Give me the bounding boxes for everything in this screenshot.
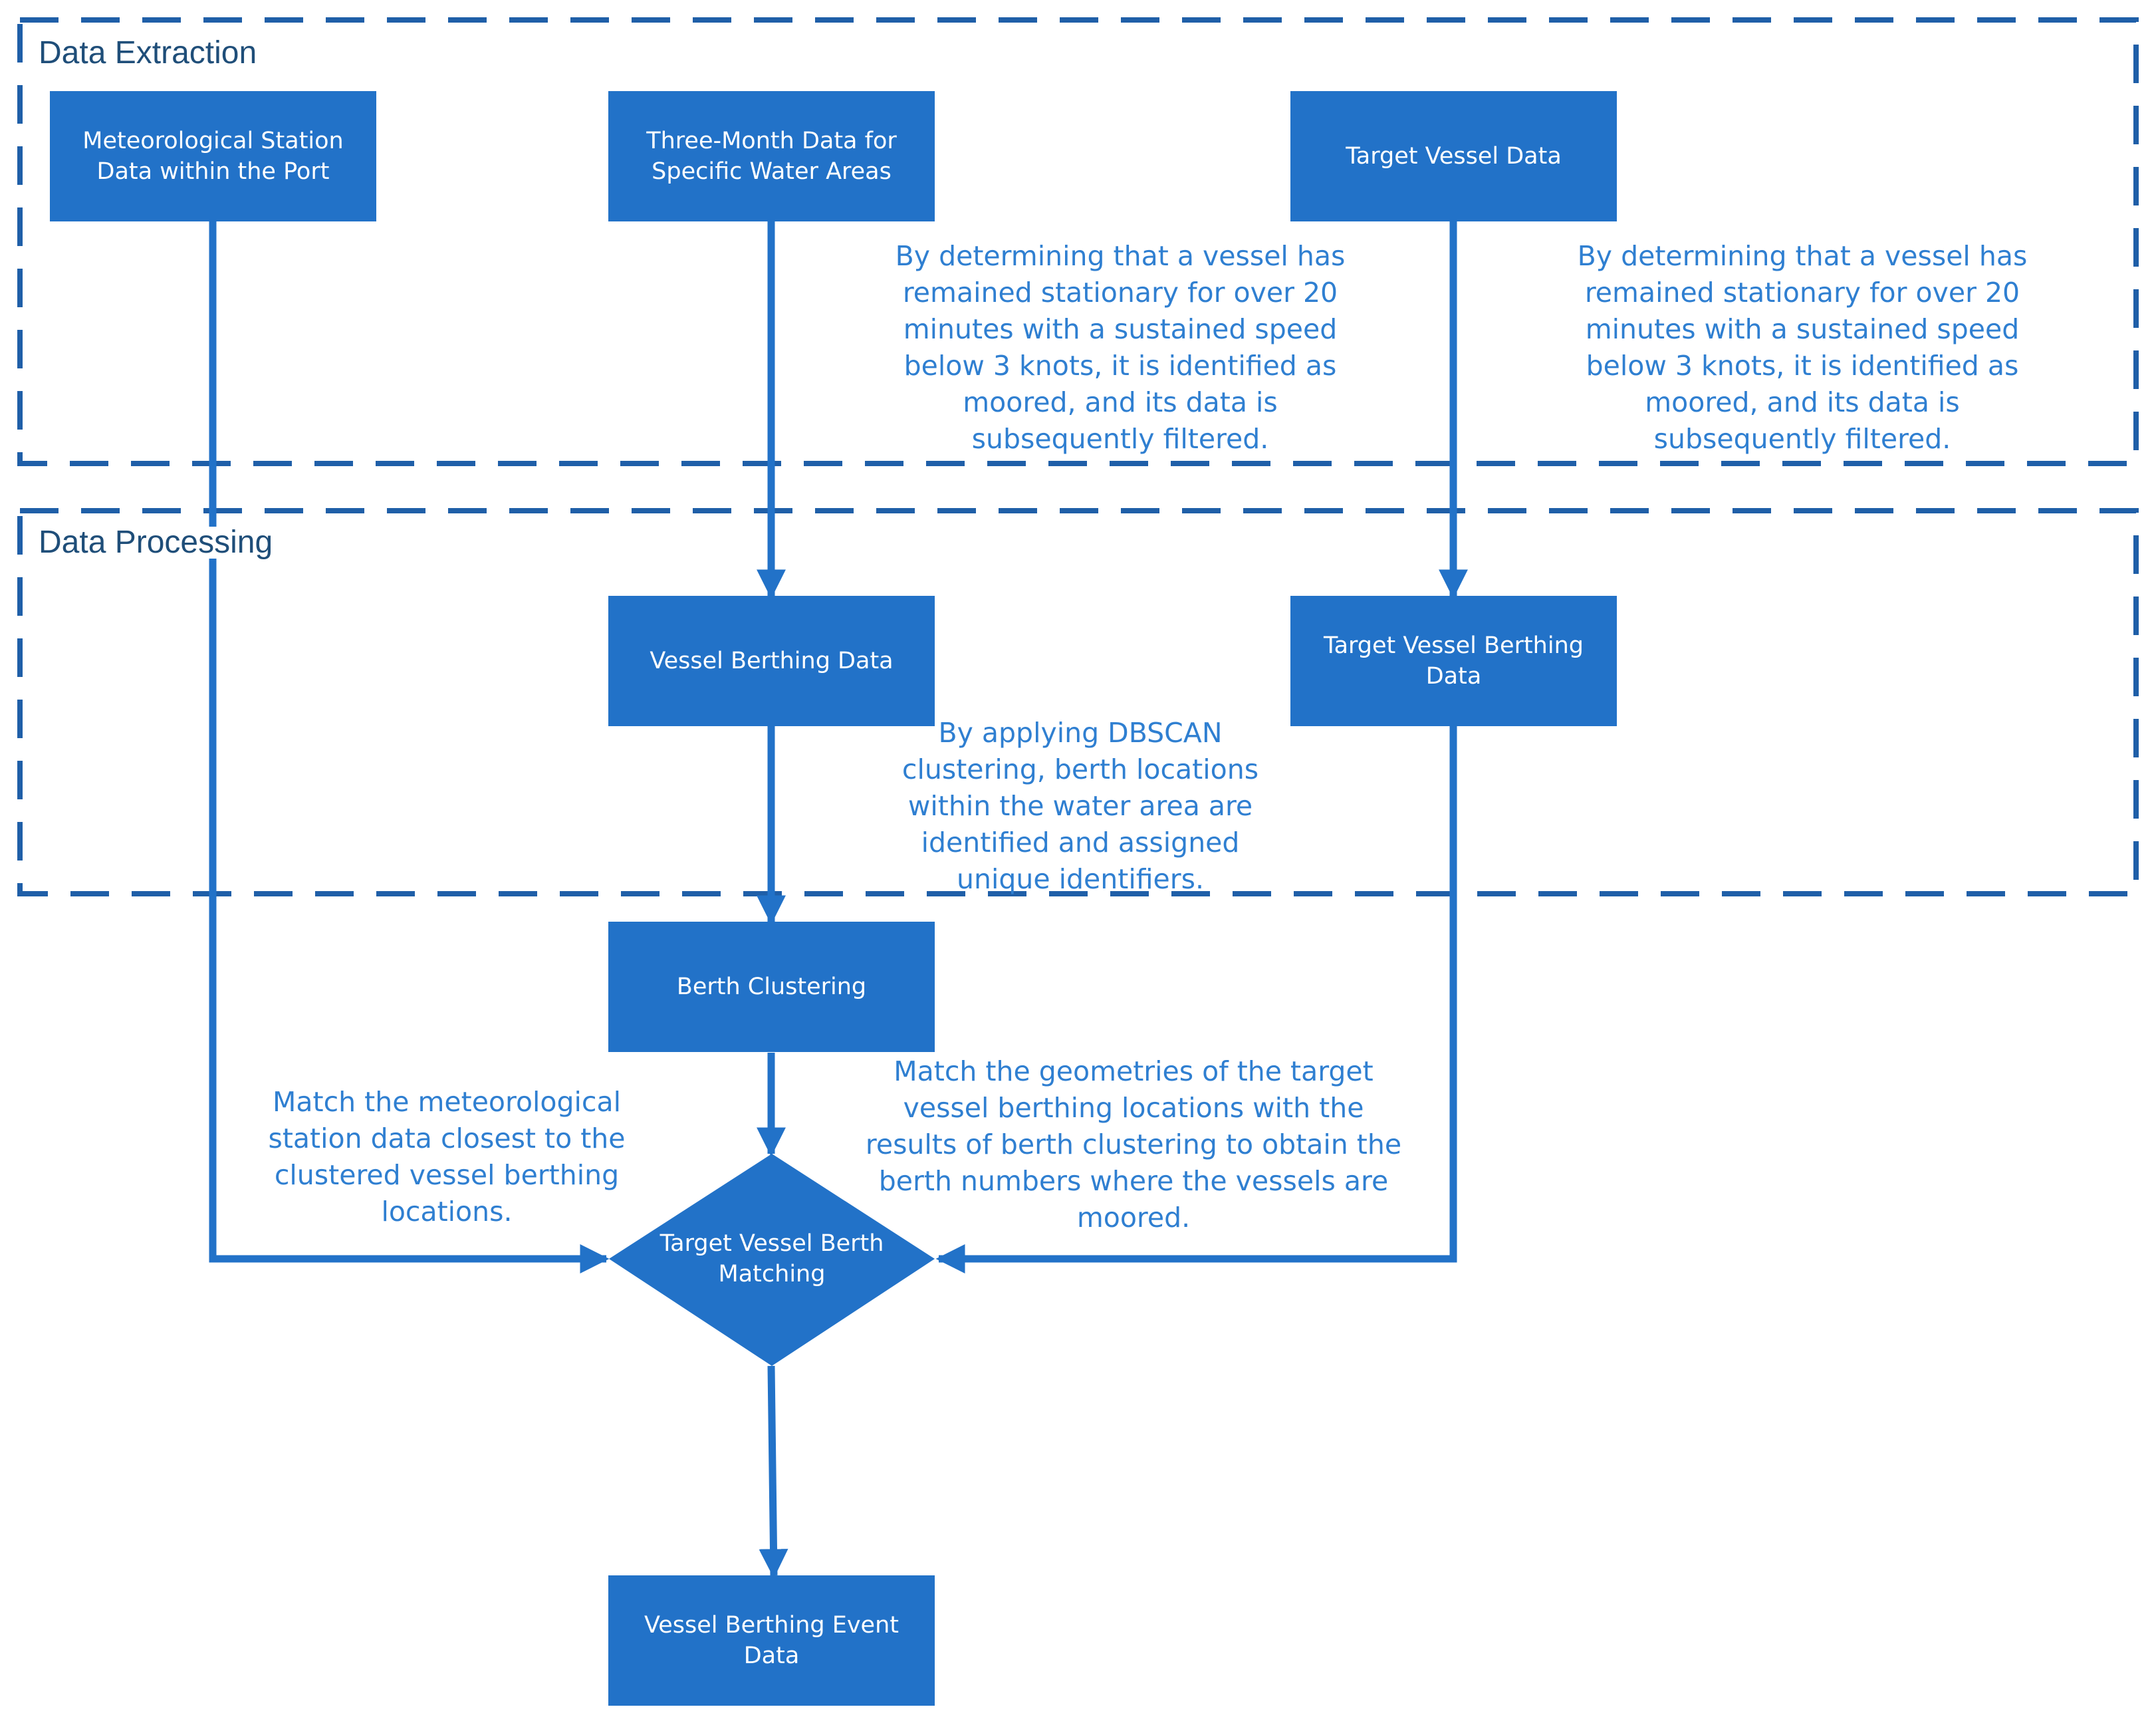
berth-clustering-label: Berth Clustering xyxy=(676,974,867,1000)
connector-target-berthing-to-matching xyxy=(935,726,1457,1273)
geometry-match-note: Match the geometries of the target vesse… xyxy=(865,1055,1402,1234)
data-extraction-title: Data Extraction xyxy=(35,37,261,69)
three-month-data-box: Three-Month Data for Specific Water Area… xyxy=(608,91,935,221)
vessel-berthing-event-data-label: Vessel Berthing Event Data xyxy=(644,1612,899,1669)
target-vessel-berthing-data-box: Target Vessel Berthing Data xyxy=(1290,596,1617,726)
data-processing-region-border xyxy=(17,508,2139,896)
target-vessel-berthing-data-label: Target Vessel Berthing Data xyxy=(1324,632,1584,690)
meteorological-station-data-box: Meteorological Station Data within the P… xyxy=(50,91,376,221)
moored-filter-note-right: By determining that a vessel has remaine… xyxy=(1577,240,2028,455)
meteorological-match-note: Match the meteorological station data cl… xyxy=(268,1086,626,1228)
vessel-berthing-event-data-box: Vessel Berthing Event Data xyxy=(608,1575,935,1706)
three-month-data-label: Three-Month Data for Specific Water Area… xyxy=(646,128,897,185)
connector-matching-to-event-data xyxy=(759,1365,788,1579)
meteorological-station-data-label: Meteorological Station Data within the P… xyxy=(82,128,344,185)
target-vessel-data-box: Target Vessel Data xyxy=(1290,91,1617,221)
target-vessel-berth-matching-label: Target Vessel Berth Matching xyxy=(659,1230,884,1287)
matching-diamond-shape xyxy=(609,1154,935,1366)
vessel-berthing-data-box: Vessel Berthing Data xyxy=(608,596,935,726)
moored-filter-note-left: By determining that a vessel has remaine… xyxy=(895,240,1346,455)
vessel-berthing-data-label: Vessel Berthing Data xyxy=(650,648,894,674)
connector-meteo-to-matching xyxy=(209,221,610,1273)
data-processing-title: Data Processing xyxy=(35,527,277,559)
data-extraction-region-border xyxy=(17,17,2139,466)
berth-clustering-box: Berth Clustering xyxy=(608,922,935,1052)
target-vessel-data-label: Target Vessel Data xyxy=(1346,143,1562,170)
dbscan-clustering-note: By applying DBSCAN clustering, berth loc… xyxy=(901,717,1259,895)
